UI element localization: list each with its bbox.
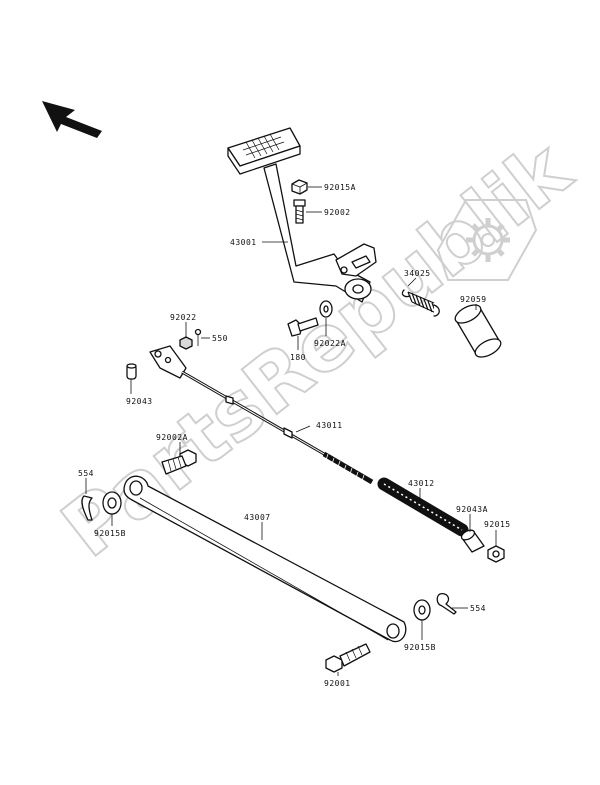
gear-icon (436, 199, 538, 281)
nut-92022 (179, 336, 193, 350)
label-92002a: 92002A (156, 433, 188, 442)
label-92059: 92059 (460, 295, 487, 304)
washer-92022a (319, 300, 333, 318)
label-92015b-left: 92015B (94, 529, 126, 538)
label-92002: 92002 (324, 208, 351, 217)
label-92001: 92001 (324, 679, 351, 688)
pin-92043 (126, 363, 137, 380)
washer-92015b-left (102, 491, 122, 515)
spring-43012 (377, 477, 469, 537)
clevis-joint (149, 345, 187, 379)
pin-550 (194, 328, 202, 346)
sleeve-92059 (454, 304, 502, 358)
label-92022: 92022 (170, 313, 197, 322)
label-554-right: 554 (470, 604, 486, 613)
label-43012: 43012 (408, 479, 435, 488)
label-554-left: 554 (78, 469, 94, 478)
nut-92015a-top (291, 179, 308, 195)
spring-34025 (401, 289, 440, 317)
label-92043a: 92043A (456, 505, 488, 514)
bolt-180 (287, 317, 319, 337)
leader-lines (85, 186, 497, 676)
cotter-pin-554-left (81, 495, 93, 521)
label-43007: 43007 (244, 513, 271, 522)
label-43011: 43011 (316, 421, 343, 430)
cotter-pin-554-right (436, 592, 457, 615)
label-550: 550 (212, 334, 228, 343)
label-92022a: 92022A (314, 339, 346, 348)
label-92015b-right: 92015B (404, 643, 436, 652)
bolt-92001 (325, 643, 371, 673)
label-34025: 34025 (404, 269, 431, 278)
part-labels: 92015A 92002 43001 34025 92059 92022 550… (78, 183, 511, 688)
watermark: PartsRepublik (45, 123, 589, 576)
nut-92015 (487, 545, 505, 563)
label-43001: 43001 (230, 238, 257, 247)
watermark-text: PartsRepublik (46, 124, 588, 575)
label-180: 180 (290, 353, 306, 362)
label-92015a: 92015A (324, 183, 356, 192)
label-92015: 92015 (484, 520, 511, 529)
direction-arrow-icon (42, 101, 102, 138)
label-92043: 92043 (126, 397, 153, 406)
bolt-92002a (161, 449, 197, 475)
brake-pedal-43001 (227, 127, 377, 303)
collar-92043a (460, 529, 485, 553)
brake-rod-43011 (181, 370, 374, 485)
bolt-92002 (293, 199, 306, 224)
link-arm-43007 (123, 475, 407, 643)
washer-92015b-right (413, 599, 431, 621)
